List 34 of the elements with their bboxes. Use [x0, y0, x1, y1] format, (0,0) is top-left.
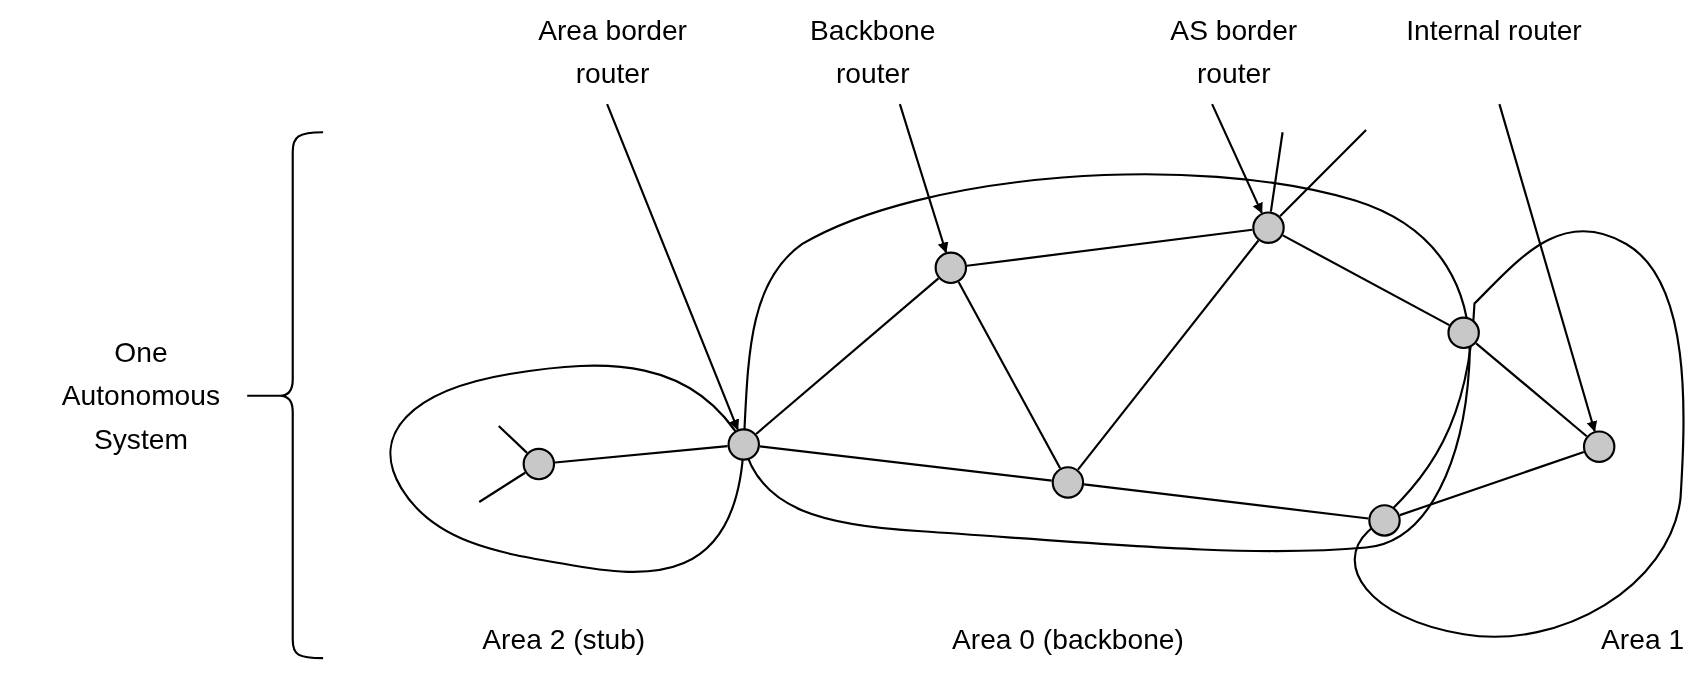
link-line [759, 445, 1052, 482]
link-line [1282, 234, 1450, 327]
link-line [1399, 450, 1585, 517]
router-node [522, 447, 556, 481]
router-type-label: Internal router [1396, 8, 1592, 53]
area-label: Area 0 (backbone) [951, 623, 1184, 656]
leader-arrow [1498, 103, 1598, 433]
link-line [497, 425, 528, 454]
router-node [1051, 466, 1085, 499]
router-type-label: Area border router [515, 8, 711, 96]
link-line [1077, 239, 1260, 471]
link-line [966, 228, 1253, 267]
router-node [1368, 504, 1401, 537]
leader-arrow [898, 103, 949, 254]
link-line [554, 444, 728, 464]
link-line [957, 281, 1062, 469]
router-type-label: Backbone router [775, 8, 971, 96]
link-line [1083, 483, 1369, 520]
link-line [755, 277, 940, 435]
link-line [1475, 342, 1588, 438]
router-node [1447, 316, 1480, 350]
leader-arrow [606, 103, 740, 431]
system-label: One Autonomous System [60, 335, 222, 458]
router-type-label: AS border router [1136, 8, 1332, 96]
area-label: Area 1 [1601, 623, 1685, 656]
link-line [1269, 132, 1284, 212]
router-node [727, 428, 760, 461]
link-line [1279, 129, 1367, 217]
router-node [934, 251, 968, 285]
link-line [478, 471, 526, 503]
area-label: Area 2 (stub) [482, 623, 646, 656]
leader-arrow [1211, 103, 1263, 214]
router-node [1582, 430, 1616, 463]
router-node [1252, 211, 1285, 244]
